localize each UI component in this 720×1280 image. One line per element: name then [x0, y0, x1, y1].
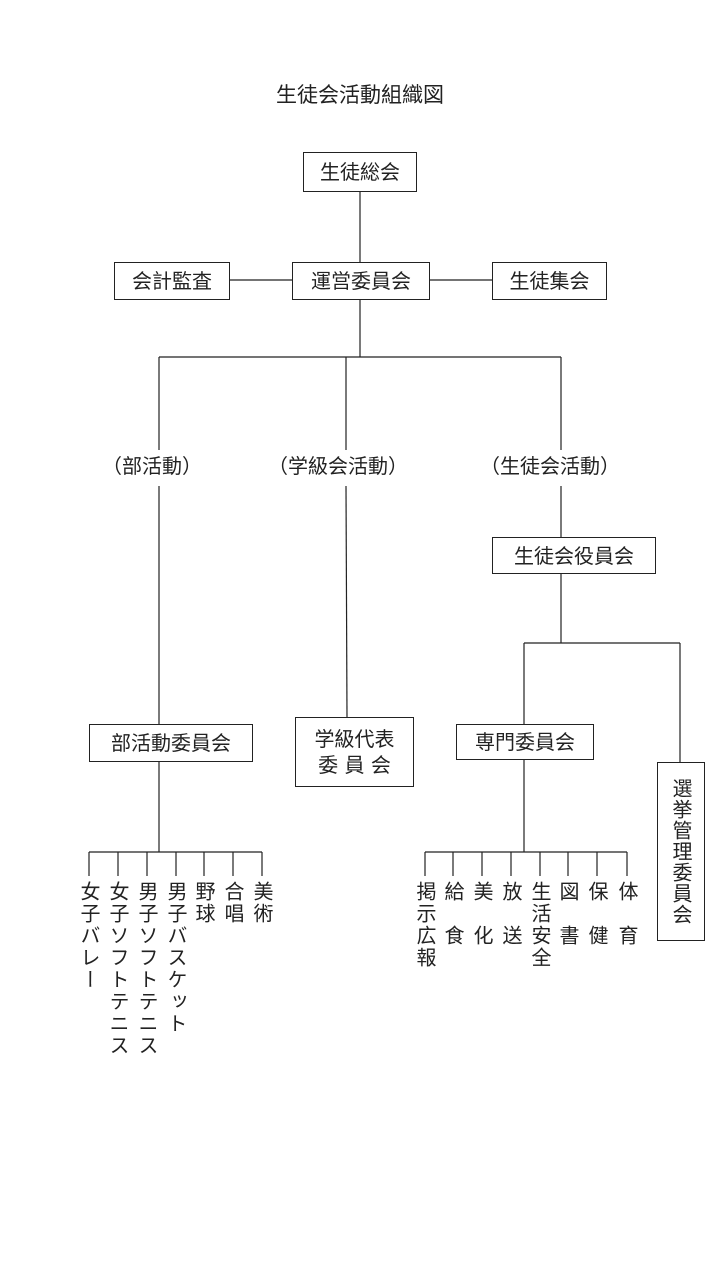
club-label: 男子バスケット: [164, 881, 188, 1035]
specialist-committee-label: 図 書: [556, 881, 580, 947]
category-student-council: （生徒会活動）: [480, 454, 620, 478]
category-class: （学級会活動）: [268, 454, 408, 478]
specialist-committee-label: 給 食: [441, 881, 465, 947]
node-officers: 生徒会役員会: [492, 537, 656, 574]
class-rep-line-1: 学級代表: [314, 727, 395, 751]
node-student-meeting: 生徒集会: [492, 262, 607, 300]
category-clubs: （部活動）: [102, 454, 202, 478]
node-specialist-committee: 専門委員会: [456, 724, 594, 760]
club-label: 男子ソフトテニス: [135, 881, 159, 1057]
club-label: 野球: [192, 881, 216, 925]
node-club-committee: 部活動委員会: [89, 724, 253, 762]
connector-class-committee: [345, 485, 348, 718]
node-steering-committee: 運営委員会: [292, 262, 430, 300]
club-label: 合唱: [221, 881, 245, 925]
node-election-committee: 選挙管理委員会: [657, 762, 705, 941]
node-general-assembly: 生徒総会: [303, 152, 417, 192]
node-audit: 会計監査: [114, 262, 230, 300]
club-label: 美術: [250, 881, 274, 925]
club-label: 女子バレー: [77, 881, 101, 991]
node-class-rep-committee: 学級代表 委 員 会: [295, 717, 414, 787]
specialist-committee-label: 美 化: [470, 881, 494, 947]
class-rep-line-2: 委 員 会: [318, 753, 391, 777]
specialist-committee-label: 保 健: [585, 881, 609, 947]
specialist-committee-label: 生活安全: [528, 881, 552, 969]
specialist-committee-label: 体 育: [615, 881, 639, 947]
specialist-committee-label: 掲示広報: [413, 881, 437, 969]
club-label: 女子ソフトテニス: [106, 881, 130, 1057]
specialist-committee-label: 放 送: [499, 881, 523, 947]
diagram-title: 生徒会活動組織図: [276, 83, 444, 107]
